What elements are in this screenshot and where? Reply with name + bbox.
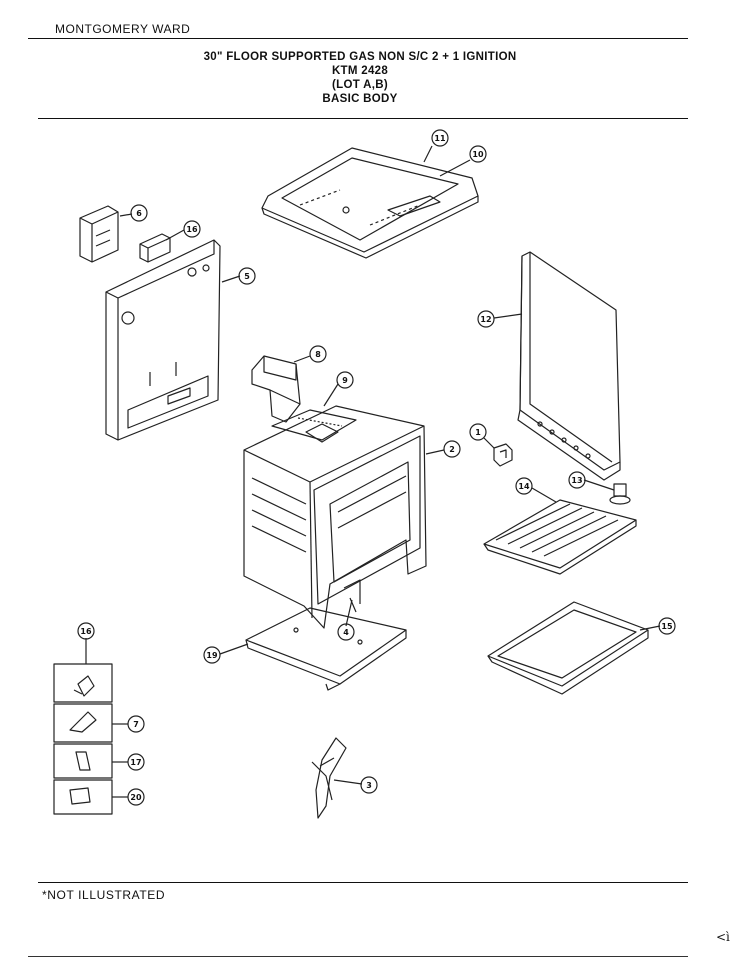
callout-20 [127, 788, 145, 806]
top-rule [28, 38, 688, 39]
door-clip [493, 443, 513, 467]
callout-13 [568, 471, 586, 489]
callout-1 [469, 423, 487, 441]
side-panel [517, 251, 621, 481]
callout-12 [477, 310, 495, 328]
label-6: 6 [136, 209, 142, 218]
callout-11 [431, 129, 449, 147]
callout-7 [127, 715, 145, 733]
diagram-header: 30" FLOOR SUPPORTED GAS NON S/C 2 + 1 IG… [120, 50, 600, 106]
callout-19 [203, 646, 221, 664]
label-12: 12 [480, 315, 491, 324]
callout-10 [469, 145, 487, 163]
oven-body [243, 405, 427, 629]
back-panel [105, 239, 221, 441]
burner-cover [271, 409, 357, 443]
footer-rule [38, 882, 688, 883]
label-10: 10 [472, 150, 484, 159]
label-2: 2 [449, 445, 455, 454]
header-lot: (LOT A,B) [332, 79, 388, 91]
header-section: BASIC BODY [322, 93, 398, 105]
callout-2 [443, 440, 461, 458]
ignition-module [139, 233, 171, 263]
label-16: 16 [80, 627, 92, 636]
callout-15 [658, 617, 676, 635]
callout-17 [127, 753, 145, 771]
small-parts-boxes [53, 663, 113, 815]
callout-4 [337, 623, 355, 641]
label-11: 11 [434, 134, 446, 143]
brand-name: MONTGOMERY WARD [55, 22, 191, 36]
label-8: 8 [315, 350, 321, 359]
part-callouts: 11 10 6 16 5 8 9 2 12 1 13 14 15 4 19 3 … [77, 129, 676, 806]
label-20: 20 [130, 793, 142, 802]
callout-5 [238, 267, 256, 285]
label-19: 19 [206, 651, 218, 660]
label-18: 16 [186, 225, 198, 234]
header-rule [38, 118, 688, 119]
oven-base [245, 607, 407, 691]
label-7: 7 [133, 720, 139, 729]
label-1: 1 [475, 428, 481, 437]
bottom-rule [28, 956, 688, 957]
callout-8 [309, 345, 327, 363]
cooktop-panel [261, 147, 479, 259]
callout-6 [130, 204, 148, 222]
header-model-number: KTM 2428 [331, 65, 389, 77]
header-model-line: 30" FLOOR SUPPORTED GAS NON S/C 2 + 1 IG… [203, 51, 517, 63]
callout-9 [336, 371, 354, 389]
label-14: 14 [518, 482, 530, 491]
label-5: 5 [244, 272, 250, 281]
callout-3 [360, 776, 378, 794]
broiler-tray [487, 601, 649, 695]
callout-14 [515, 477, 533, 495]
label-3: 3 [366, 781, 372, 790]
flue-duct [251, 355, 301, 423]
callout-18 [183, 220, 201, 238]
footnote: *NOT ILLUSTRATED [42, 888, 166, 902]
leveling-leg [609, 483, 631, 505]
label-15: 15 [661, 622, 673, 631]
corner-mark: <ì [716, 930, 730, 944]
callout-16b [77, 622, 95, 640]
label-17: 17 [130, 758, 141, 767]
label-4: 4 [343, 628, 349, 637]
label-13: 13 [571, 476, 582, 485]
label-9: 9 [342, 376, 348, 385]
control-bracket [79, 205, 119, 263]
oven-rack [483, 499, 637, 575]
wire-clip [311, 737, 347, 819]
